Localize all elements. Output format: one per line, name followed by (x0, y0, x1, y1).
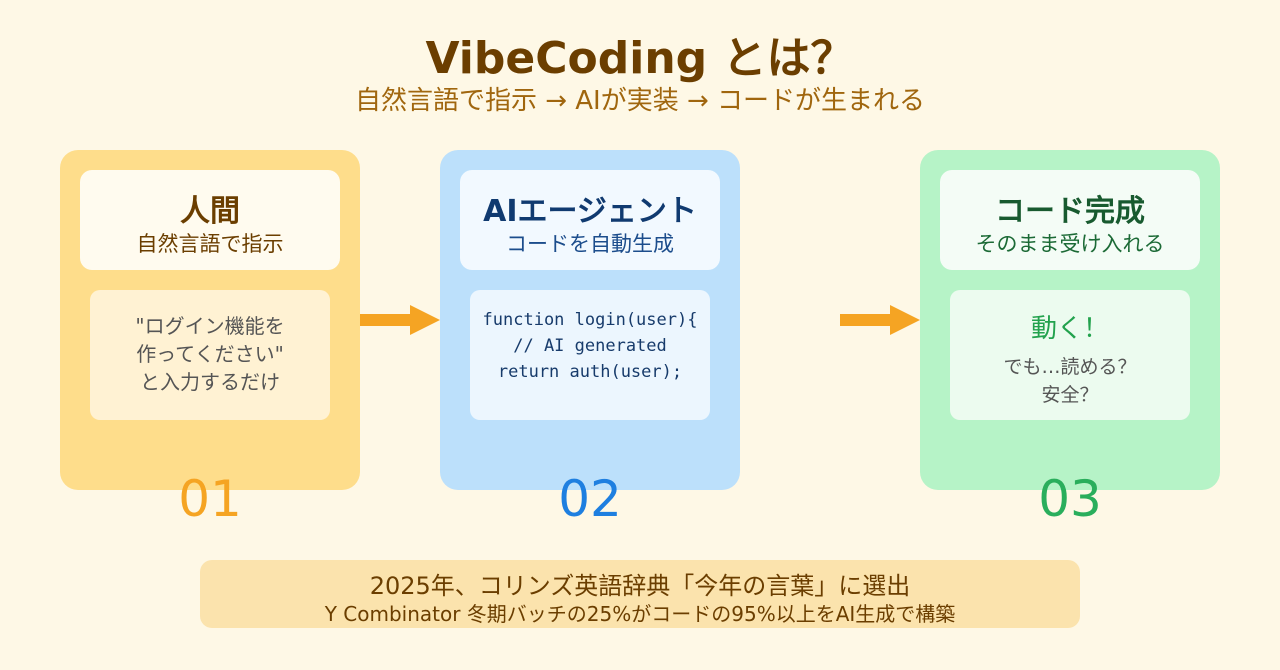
step-subtitle: コードを自動生成 (506, 232, 674, 256)
step-header-code-complete: コード完成 そのまま受け入れる (940, 170, 1200, 270)
page-title: VibeCoding とは？ (425, 33, 855, 84)
step-number: 03 (1038, 470, 1102, 528)
step-body-line: と入力するだけ (140, 370, 280, 394)
step-body-human: "ログイン機能を 作ってください" と入力するだけ (90, 290, 330, 420)
footer-line: Y Combinator 冬期バッチの25%がコードの95%以上をAI生成で構築 (324, 602, 956, 626)
step-body-line: 作ってください" (136, 342, 284, 366)
page-subtitle: 自然言語で指示 → AIが実装 → コードが生まれる (354, 86, 926, 116)
step-body-code-complete: 動く！ でも…読める？ 安全？ (950, 290, 1190, 420)
step-header-ai-agent: AIエージェント コードを自動生成 (460, 170, 720, 270)
arrow-right-icon (360, 305, 440, 335)
code-line: function login(user){ (482, 310, 698, 330)
step-headline: 動く！ (1030, 314, 1109, 344)
code-snippet: function login(user){ // AI generated re… (470, 290, 710, 420)
step-title: AIエージェント (483, 194, 697, 229)
footer-line: 2025年、コリンズ英語辞典「今年の言葉」に選出 (369, 572, 911, 600)
code-line: return auth(user); (497, 362, 683, 382)
step-subtitle: そのまま受け入れる (975, 232, 1165, 256)
step-number: 02 (558, 470, 622, 528)
step-header-human: 人間 自然言語で指示 (80, 170, 340, 270)
step-subtitle: 自然言語で指示 (136, 232, 284, 256)
step-body-line: 安全？ (1041, 384, 1099, 406)
step-number: 01 (178, 470, 242, 528)
code-line: // AI generated (513, 336, 667, 356)
step-body-line: "ログイン機能を (135, 314, 285, 338)
step-body-line: でも…読める？ (1003, 356, 1137, 378)
step-card-ai-agent: AIエージェント コードを自動生成 function login(user){ … (440, 150, 740, 490)
arrow-right-icon (840, 305, 920, 335)
step-title: 人間 (180, 194, 240, 229)
step-card-human: 人間 自然言語で指示 "ログイン機能を 作ってください" と入力するだけ (60, 150, 360, 490)
step-card-code-complete: コード完成 そのまま受け入れる 動く！ でも…読める？ 安全？ (920, 150, 1220, 490)
step-title: コード完成 (995, 194, 1145, 229)
footer-note: 2025年、コリンズ英語辞典「今年の言葉」に選出 Y Combinator 冬期… (200, 560, 1080, 628)
